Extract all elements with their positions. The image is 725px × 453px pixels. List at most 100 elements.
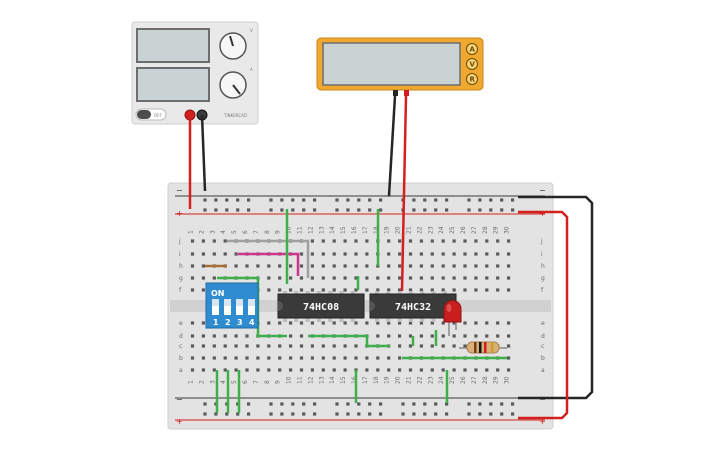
rail-hole-top-neg-19[interactable] (445, 198, 449, 202)
hole-d26[interactable] (463, 334, 467, 338)
rail-hole-top-neg-14[interactable] (379, 198, 383, 202)
hole-d24[interactable] (441, 334, 445, 338)
hole-c8[interactable] (267, 344, 271, 348)
hole-c6[interactable] (245, 344, 249, 348)
dip-switch[interactable]: ON 1 2 3 4 (205, 282, 259, 329)
hole-c4[interactable] (223, 344, 227, 348)
hole-i19[interactable] (387, 252, 391, 256)
hole-g17[interactable] (365, 276, 369, 280)
hole-d4[interactable] (223, 334, 227, 338)
rail-hole-top-pos-7[interactable] (291, 208, 295, 212)
hole-j28[interactable] (485, 239, 489, 243)
hole-h13[interactable] (321, 264, 325, 268)
hole-h27[interactable] (474, 264, 478, 268)
hole-b19[interactable] (387, 356, 391, 360)
hole-f28[interactable] (485, 288, 489, 292)
hole-g22[interactable] (419, 276, 423, 280)
rail-hole-bot-pos-8[interactable] (302, 412, 306, 416)
hole-h15[interactable] (343, 264, 347, 268)
hole-e25[interactable] (452, 321, 456, 325)
hole-h30[interactable] (507, 264, 511, 268)
hole-a6[interactable] (245, 368, 249, 372)
rail-hole-top-pos-22[interactable] (489, 208, 493, 212)
hole-e21[interactable] (408, 321, 413, 325)
hole-c23[interactable] (430, 344, 434, 348)
rail-hole-top-neg-4[interactable] (247, 198, 251, 202)
hole-c12[interactable] (310, 344, 314, 348)
hole-j13[interactable] (321, 239, 325, 243)
hole-h1[interactable] (190, 264, 195, 268)
hole-h11[interactable] (299, 264, 304, 268)
hole-h7[interactable] (256, 264, 260, 268)
hole-b2[interactable] (201, 356, 205, 360)
hole-h5[interactable] (234, 264, 238, 268)
hole-a13[interactable] (321, 368, 325, 372)
hole-b16[interactable] (354, 356, 358, 360)
hole-i23[interactable] (430, 252, 434, 256)
hole-f8[interactable] (267, 288, 271, 292)
rail-hole-top-pos-20[interactable] (467, 208, 471, 212)
hole-f2[interactable] (201, 288, 205, 292)
hole-c26[interactable] (463, 344, 467, 348)
hole-d30[interactable] (507, 334, 511, 338)
rail-hole-top-pos-4[interactable] (247, 208, 251, 212)
hole-j24[interactable] (441, 239, 445, 243)
hole-g1[interactable] (190, 276, 195, 280)
hole-a4[interactable] (223, 368, 227, 372)
wire-magenta[interactable] (238, 252, 300, 276)
wire-green-5[interactable] (308, 334, 390, 348)
hole-i17[interactable] (365, 252, 369, 256)
rail-hole-bot-pos-12[interactable] (357, 412, 361, 416)
wire-probe-black[interactable] (387, 95, 397, 197)
rail-hole-bot-pos-22[interactable] (489, 412, 493, 416)
hole-d20[interactable] (398, 334, 402, 338)
hole-f16[interactable] (354, 288, 358, 292)
hole-b7[interactable] (256, 356, 260, 360)
hole-a11[interactable] (299, 368, 304, 372)
hole-e14[interactable] (332, 321, 336, 325)
hole-j14[interactable] (332, 239, 336, 243)
hole-j21[interactable] (408, 239, 413, 243)
hole-e1[interactable] (190, 321, 195, 325)
wire-gray[interactable] (227, 239, 310, 278)
hole-a24[interactable] (441, 368, 445, 372)
hole-g25[interactable] (452, 276, 456, 280)
rail-hole-top-neg-17[interactable] (423, 198, 427, 202)
rail-hole-bot-neg-9[interactable] (313, 402, 317, 406)
rail-hole-top-pos-16[interactable] (412, 208, 416, 212)
wire-psu-negative[interactable] (200, 114, 207, 192)
rail-hole-top-neg-6[interactable] (280, 198, 284, 202)
hole-a1[interactable] (190, 368, 195, 372)
hole-j29[interactable] (496, 239, 500, 243)
rail-hole-top-pos-13[interactable] (368, 208, 372, 212)
hole-a23[interactable] (430, 368, 434, 372)
rail-hole-bot-neg-14[interactable] (379, 402, 383, 406)
rail-hole-bot-pos-11[interactable] (346, 412, 350, 416)
hole-e30[interactable] (507, 321, 511, 325)
hole-i16[interactable] (354, 252, 358, 256)
hole-b13[interactable] (321, 356, 325, 360)
hole-g16[interactable] (354, 276, 358, 280)
hole-f10[interactable] (289, 288, 293, 292)
hole-j2[interactable] (201, 239, 205, 243)
rail-hole-top-neg-7[interactable] (291, 198, 295, 202)
hole-c15[interactable] (343, 344, 347, 348)
rail-hole-top-pos-24[interactable] (511, 208, 515, 212)
hole-a26[interactable] (463, 368, 467, 372)
hole-c5[interactable] (234, 344, 238, 348)
hole-c3[interactable] (212, 344, 216, 348)
rail-hole-bot-neg-19[interactable] (445, 402, 449, 406)
rail-hole-bot-pos-24[interactable] (511, 412, 515, 416)
hole-f21[interactable] (408, 288, 413, 292)
hole-i24[interactable] (441, 252, 445, 256)
hole-a8[interactable] (267, 368, 271, 372)
rail-hole-top-neg-16[interactable] (412, 198, 416, 202)
hole-h2[interactable] (201, 264, 205, 268)
hole-j23[interactable] (430, 239, 434, 243)
rail-hole-bot-neg-22[interactable] (489, 402, 493, 406)
hole-g14[interactable] (332, 276, 336, 280)
hole-a5[interactable] (234, 368, 238, 372)
hole-e20[interactable] (398, 321, 402, 325)
hole-c2[interactable] (201, 344, 205, 348)
hole-a22[interactable] (419, 368, 423, 372)
